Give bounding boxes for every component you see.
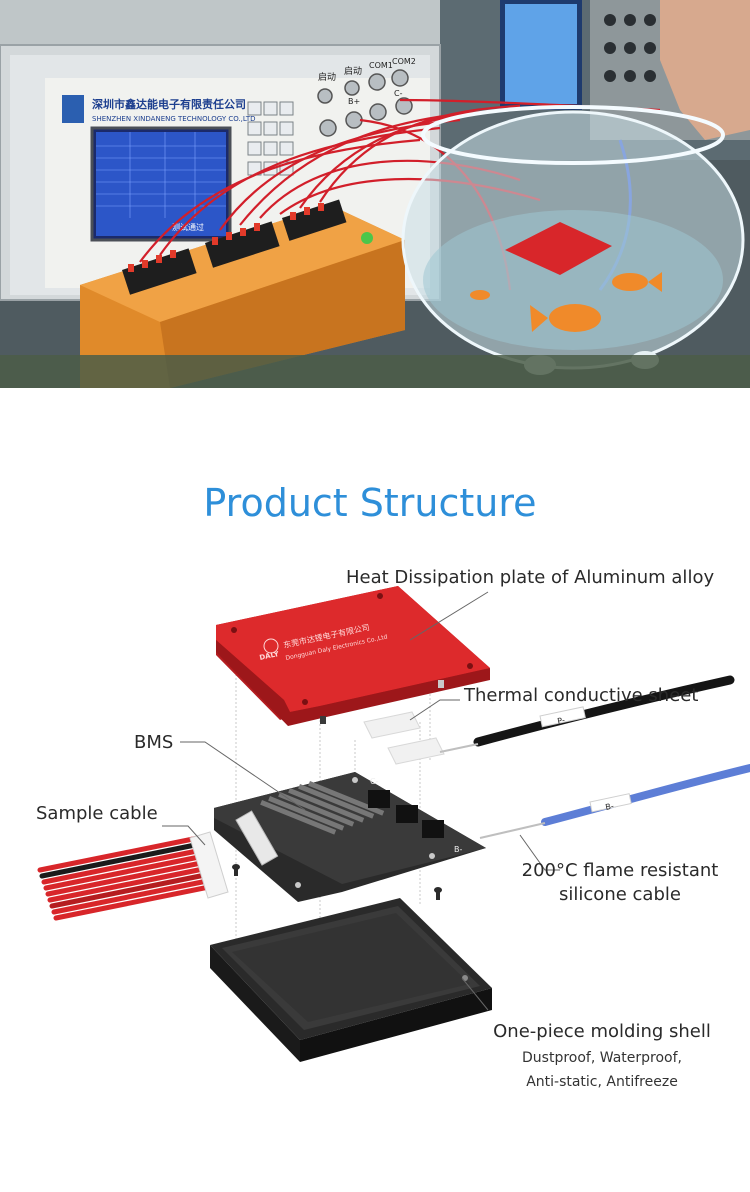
aluminum-heat-plate: DALY 东莞市达锂电子有限公司 Dongguan Daly Electroni…: [216, 586, 490, 726]
board-pad-c: C-: [370, 777, 379, 786]
product-structure-diagram: DALY 东莞市达锂电子有限公司 Dongguan Daly Electroni…: [0, 545, 750, 1105]
thermal-sheet-label: Thermal conductive sheet: [464, 685, 699, 706]
panel-label-start-1: 启动: [318, 71, 336, 83]
section-heading: Product Structure: [203, 481, 537, 525]
exploded-view: DALY 东莞市达锂电子有限公司 Dongguan Daly Electroni…: [37, 586, 750, 1062]
black-cable-tag: P-: [557, 716, 566, 726]
bms-label: BMS: [134, 732, 174, 753]
screen-status: 测试通过: [172, 222, 204, 232]
panel-label-com2: COM2: [392, 57, 416, 66]
black-power-cable: P-: [439, 675, 735, 753]
panel-label-cminus: C-: [394, 89, 403, 98]
silicone-cable-label-line1: 200°C flame resistant: [521, 860, 719, 881]
leader-lines: [162, 591, 560, 1011]
panel-label-com1: COM1: [369, 61, 393, 70]
thermal-conductive-sheets: [363, 711, 445, 765]
bms-board: C- B-: [214, 772, 486, 902]
blue-cable-tag: B-: [605, 801, 615, 812]
shell-features-line2: Anti-static, Antifreeze: [526, 1074, 678, 1090]
panel-label-start-2: 启动: [344, 65, 362, 77]
test-bench-illustration: 深圳市鑫达能电子有限责任公司 SHENZHEN XINDANENG TECHNO…: [0, 0, 750, 388]
board-pad-b: B-: [454, 845, 462, 854]
blue-silicone-cable: B-: [479, 764, 750, 839]
sample-cable: [37, 831, 229, 921]
sample-cable-label: Sample cable: [36, 803, 158, 824]
silicone-cable-label-line2: silicone cable: [559, 884, 681, 905]
panel-company-cn: 深圳市鑫达能电子有限责任公司: [92, 97, 246, 111]
molding-shell: [210, 898, 492, 1062]
heat-plate-label: Heat Dissipation plate of Aluminum alloy: [346, 567, 715, 588]
shell-label: One-piece molding shell: [493, 1021, 711, 1042]
factory-test-photo: 深圳市鑫达能电子有限责任公司 SHENZHEN XINDANENG TECHNO…: [0, 0, 750, 388]
panel-label-bplus: B+: [348, 97, 360, 106]
panel-company-en: SHENZHEN XINDANENG TECHNOLOGY CO.,LTD: [92, 115, 256, 123]
shell-features-line1: Dustproof, Waterproof,: [522, 1050, 682, 1066]
